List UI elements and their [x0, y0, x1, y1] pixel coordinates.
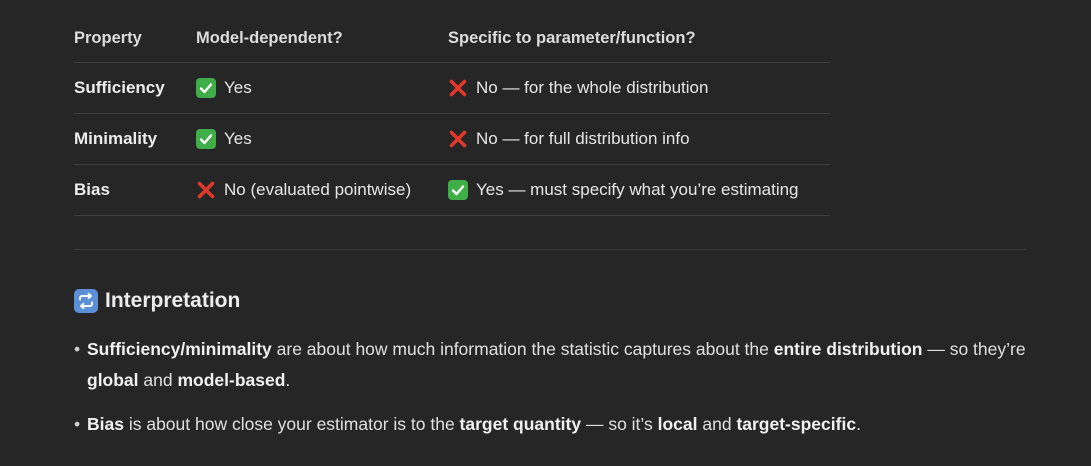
cell-text: Yes — must specify what you’re estimatin…: [476, 180, 799, 199]
table-header-row: Property Model-dependent? Specific to pa…: [74, 15, 830, 63]
comparison-table: Property Model-dependent? Specific to pa…: [74, 15, 830, 216]
horizontal-divider: [74, 249, 1026, 250]
check-icon: [448, 180, 468, 200]
cell-text: Yes: [224, 129, 252, 148]
cell-text: Yes: [224, 78, 252, 97]
cross-icon: [448, 129, 468, 149]
table-row: Bias No (evaluated pointwise) Yes — must…: [74, 165, 830, 216]
cell-text: No — for full distribution info: [476, 129, 690, 148]
row-property: Bias: [74, 180, 110, 199]
header-property: Property: [74, 29, 142, 47]
repeat-icon: [74, 289, 98, 313]
check-icon: [196, 78, 216, 98]
table-row: Sufficiency Yes No — for the whole distr…: [74, 63, 830, 114]
list-item: • Bias is about how close your estimator…: [74, 409, 1034, 440]
cross-icon: [448, 78, 468, 98]
cell-specific: Yes — must specify what you’re estimatin…: [448, 180, 830, 200]
bullet-dot: •: [74, 414, 81, 434]
cell-model-dependent: No (evaluated pointwise): [196, 180, 448, 200]
section-title: Interpretation: [105, 289, 241, 312]
table-row: Minimality Yes No — for full distributio…: [74, 114, 830, 165]
cell-text: No (evaluated pointwise): [224, 180, 412, 199]
header-model-dependent: Model-dependent?: [196, 29, 343, 47]
header-specific: Specific to parameter/function?: [448, 29, 696, 47]
cell-model-dependent: Yes: [196, 78, 448, 98]
list-item: • Sufficiency/minimality are about how m…: [74, 334, 1034, 396]
bullet-dot: •: [74, 339, 81, 359]
bullet-list: • Sufficiency/minimality are about how m…: [74, 334, 1034, 453]
bullet-text: Sufficiency/minimality are about how muc…: [87, 339, 1026, 390]
row-property: Minimality: [74, 129, 158, 148]
cell-specific: No — for the whole distribution: [448, 78, 830, 98]
section-heading: Interpretation: [74, 289, 240, 313]
check-icon: [196, 129, 216, 149]
cross-icon: [196, 180, 216, 200]
cell-model-dependent: Yes: [196, 129, 448, 149]
row-property: Sufficiency: [74, 78, 165, 97]
bullet-text: Bias is about how close your estimator i…: [87, 414, 861, 434]
cell-text: No — for the whole distribution: [476, 78, 709, 97]
cell-specific: No — for full distribution info: [448, 129, 830, 149]
